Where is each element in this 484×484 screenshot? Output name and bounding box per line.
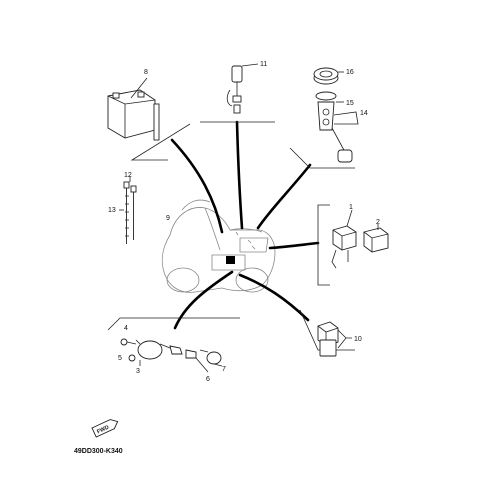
sensor-part	[226, 63, 259, 114]
ecu-mount-mark	[226, 256, 235, 264]
callout-11: 11	[260, 61, 267, 68]
relay-parts	[331, 209, 389, 269]
bolt-parts	[119, 176, 137, 244]
forward-direction-marker: FWD	[91, 419, 119, 438]
callout-16: 16	[346, 69, 354, 76]
callout-13: 13	[108, 207, 116, 214]
module-part	[317, 321, 352, 357]
fwd-label: FWD	[96, 425, 110, 436]
callout-6: 6	[206, 376, 210, 383]
callout-15: 15	[346, 100, 354, 107]
callout-7: 7	[222, 366, 226, 373]
callout-1: 1	[349, 204, 353, 211]
callout-9: 9	[166, 215, 170, 222]
callout-5: 5	[118, 355, 122, 362]
callout-labels: 8 11 16 15 14 1 2 12 13 9 10 4 5 3 6 7	[108, 61, 380, 383]
callout-12: 12	[124, 172, 132, 179]
lower-part-group	[120, 338, 223, 373]
callout-3: 3	[136, 368, 140, 375]
scooter-outline	[161, 199, 276, 293]
drawing-code: 49DD300-K340	[74, 448, 123, 455]
callout-2: 2	[376, 219, 380, 226]
leader-lines	[170, 120, 320, 330]
fuel-gauge-assembly	[313, 67, 359, 163]
callout-10: 10	[354, 336, 362, 343]
group-brackets	[107, 121, 355, 351]
callout-8: 8	[144, 69, 148, 76]
battery-part	[107, 77, 160, 141]
callout-4: 4	[124, 325, 128, 332]
callout-14: 14	[360, 110, 368, 117]
